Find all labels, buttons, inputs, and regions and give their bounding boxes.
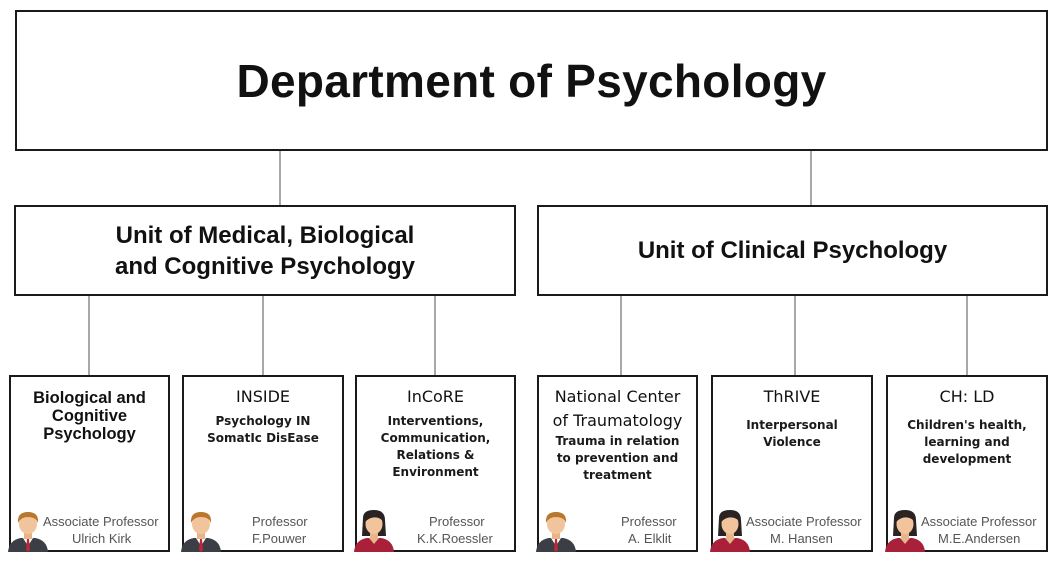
group-subtitle: Interventions, Communication, Relations … [380, 414, 491, 479]
group-ch-ld: CH: LD Children's health, learning and d… [886, 375, 1048, 552]
connector-unit1-group1 [88, 295, 90, 376]
group-title: National Center of Traumatology [552, 387, 683, 430]
group-national-center-traumatology: National Center of Traumatology Trauma i… [537, 375, 698, 552]
group-subtitle: Interpersonal Violence [746, 418, 838, 449]
group-leader-role: Professor [429, 514, 485, 529]
group-biological-cognitive: Biological and Cognitive Psychology Asso… [9, 375, 170, 552]
connector-dept-unit2 [810, 150, 812, 206]
group-leader-role: Professor [621, 514, 677, 529]
group-inside: INSIDE Psychology IN SomatIc DisEase Pro… [182, 375, 344, 552]
connector-dept-unit1 [279, 150, 281, 206]
connector-unit1-group3 [434, 295, 436, 376]
group-leader-name: A. Elklit [628, 531, 672, 546]
unit-title-line2: and Cognitive Psychology [114, 252, 416, 280]
connector-unit2-group4 [620, 295, 622, 376]
group-leader-name: M.E.Andersen [938, 531, 1021, 546]
connector-unit2-group6 [966, 295, 968, 376]
unit-medical-biological-cognitive: Unit of Medical, Biological and Cognitiv… [14, 205, 516, 296]
group-title: ThRIVE [763, 387, 821, 406]
department-title: Department of Psychology [236, 54, 827, 107]
group-leader-role: Associate Professor [43, 514, 159, 529]
female-person-icon [351, 506, 397, 552]
male-person-icon [533, 506, 579, 552]
group-leader-role: Associate Professor [746, 514, 862, 529]
group-subtitle: Psychology IN SomatIc DisEase [207, 414, 319, 445]
group-leader-name: Ulrich Kirk [72, 531, 132, 546]
unit-title: Unit of Clinical Psychology [637, 237, 948, 264]
group-leader-role: Professor [252, 514, 308, 529]
group-subtitle: Trauma in relation to prevention and tre… [555, 434, 680, 482]
connector-unit2-group5 [794, 295, 796, 376]
unit-title-line1: Unit of Medical, Biological [115, 221, 415, 249]
group-title: CH: LD [939, 387, 995, 406]
group-title: Biological and Cognitive Psychology [33, 389, 146, 443]
connector-unit1-group2 [262, 295, 264, 376]
group-leader-name: M. Hansen [770, 531, 833, 546]
group-title: InCoRE [406, 387, 465, 406]
group-leader-name: K.K.Roessler [417, 531, 493, 546]
group-title: INSIDE [236, 387, 290, 406]
group-subtitle: Children's health, learning and developm… [907, 418, 1027, 466]
group-leader-name: F.Pouwer [252, 531, 307, 546]
department-box: Department of Psychology [15, 10, 1048, 151]
group-incore: InCoRE Interventions, Communication, Rel… [355, 375, 516, 552]
group-leader-role: Associate Professor [921, 514, 1037, 529]
male-person-icon [178, 506, 224, 552]
unit-clinical-psychology: Unit of Clinical Psychology [537, 205, 1048, 296]
group-thrive: ThRIVE Interpersonal Violence Associate … [711, 375, 873, 552]
